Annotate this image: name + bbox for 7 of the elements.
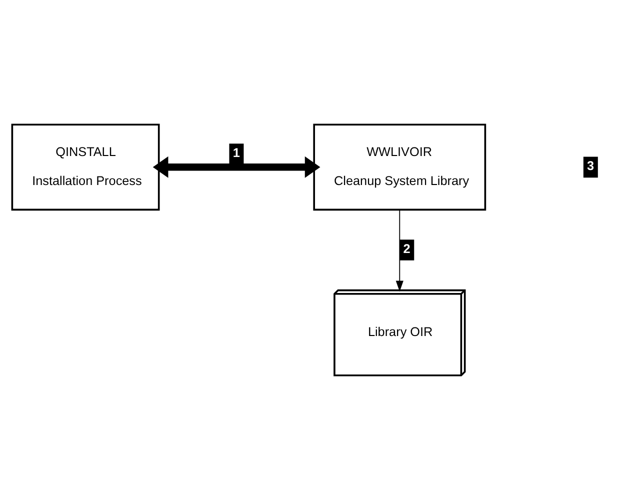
label: 3 [587, 159, 594, 174]
edge-label: 1 [232, 146, 240, 160]
node-box: WWLIVOIR Cleanup System Library [313, 124, 486, 211]
node-box: QINSTALL Installation Process [11, 124, 160, 211]
edge-label: 2 [403, 242, 410, 256]
arrow [152, 156, 320, 178]
arrow [396, 209, 404, 292]
